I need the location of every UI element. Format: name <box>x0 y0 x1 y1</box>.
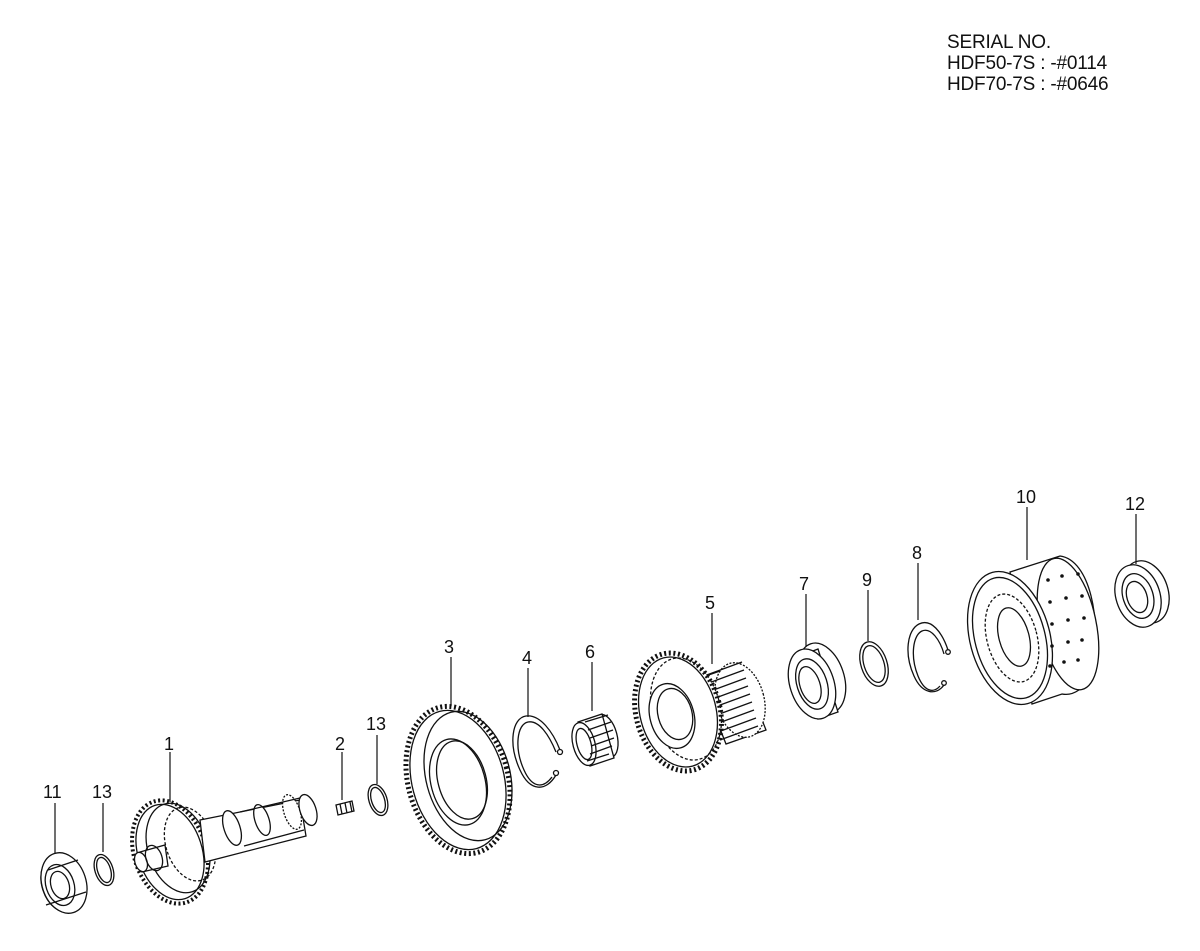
part-13-snap-ring-left <box>93 853 115 887</box>
callout-10: 10 <box>1016 487 1036 507</box>
serial-heading: SERIAL NO. <box>947 32 1051 53</box>
callout-11: 11 <box>43 782 62 802</box>
part-5-gear-hub <box>632 650 767 774</box>
part-10-clutch-drum <box>966 555 1100 706</box>
part-3-gear <box>403 703 513 857</box>
callout-13-middle: 13 <box>366 714 386 734</box>
part-1-input-shaft <box>130 793 318 906</box>
part-12-bearing <box>1114 560 1170 628</box>
callout-5: 5 <box>705 593 715 613</box>
serial-line-hdf70: HDF70-7S : -#0646 <box>947 74 1109 95</box>
callout-4: 4 <box>522 648 532 668</box>
callout-8: 8 <box>912 543 922 563</box>
part-4-snap-ring <box>512 715 564 788</box>
callout-13-left: 13 <box>92 782 112 802</box>
callout-1: 1 <box>164 734 174 754</box>
callout-2: 2 <box>335 734 345 754</box>
part-2-pin <box>335 800 355 816</box>
part-13-snap-ring-middle <box>367 783 389 817</box>
callout-6: 6 <box>585 642 595 662</box>
callout-12: 12 <box>1125 494 1145 514</box>
part-11-bearing <box>40 852 88 914</box>
serial-number-block: SERIAL NO. HDF50-7S : -#0114 HDF70-7S : … <box>947 32 1109 95</box>
part-8-snap-ring <box>907 622 951 693</box>
part-7-bearing <box>787 642 847 720</box>
part-6-needle-bearing <box>571 713 619 767</box>
callout-7: 7 <box>799 574 809 594</box>
serial-line-hdf50: HDF50-7S : -#0114 <box>947 53 1107 74</box>
callout-3: 3 <box>444 637 454 657</box>
part-9-ring <box>859 641 889 687</box>
callout-9: 9 <box>862 570 872 590</box>
